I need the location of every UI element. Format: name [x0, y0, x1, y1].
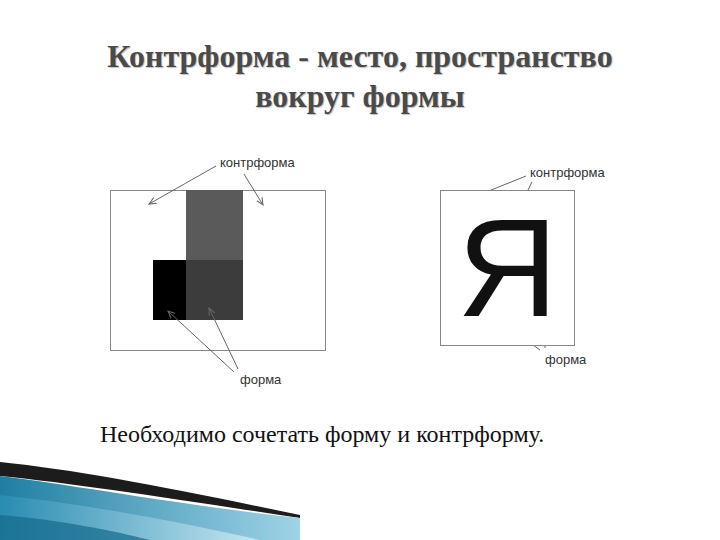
counterform-label: контрформа — [530, 165, 605, 181]
slide-caption: Необходимо сочетать форму и контрформу. — [100, 420, 544, 448]
form-label: форма — [240, 372, 281, 388]
form-label: форма — [545, 352, 586, 368]
letter-frame: Я — [440, 190, 575, 346]
slide-title: Контрформа - место, пространство вокруг … — [60, 36, 660, 116]
counterform-label: контрформа — [220, 155, 295, 171]
letter-glyph: Я — [457, 198, 558, 338]
decor-swoosh — [0, 462, 300, 540]
